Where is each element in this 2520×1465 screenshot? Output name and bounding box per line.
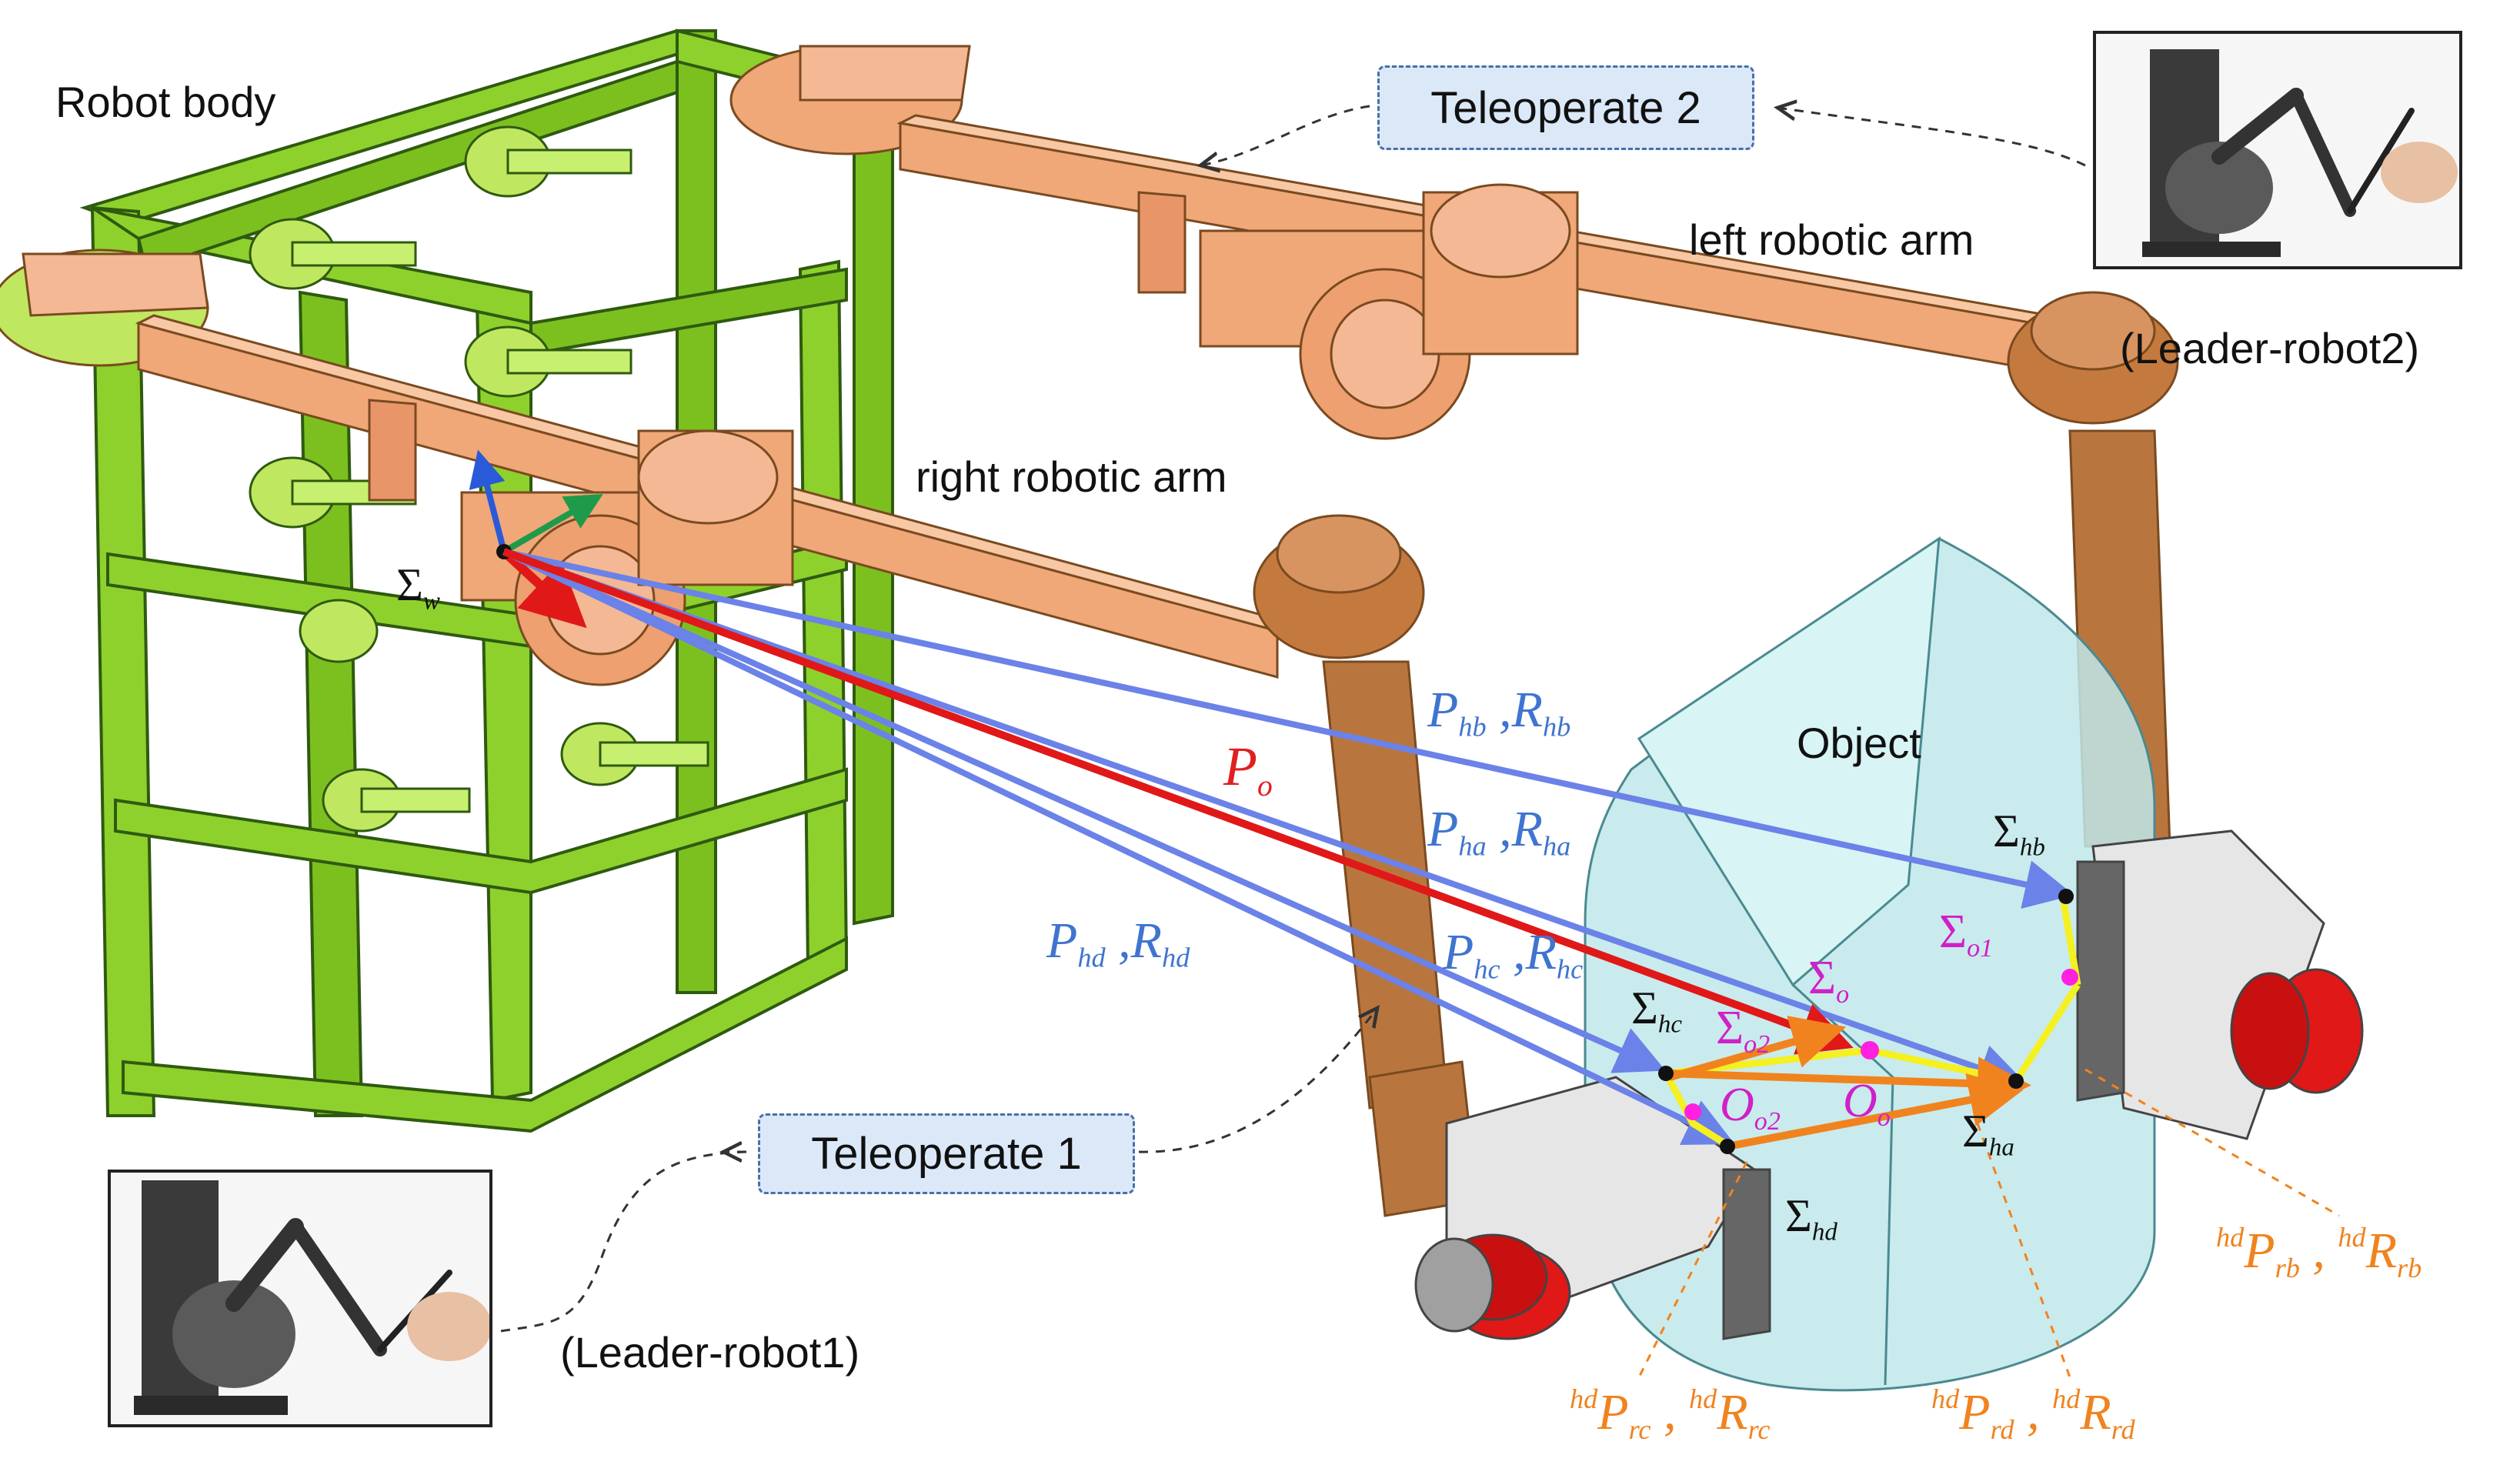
leader2-label: (Leader-robot2) [2120, 324, 2420, 372]
haptic-device-icon [111, 1173, 489, 1424]
orange-dashed-leaders [1637, 1068, 2340, 1378]
left-gripper [2076, 829, 2364, 1140]
sigma-w-label: Σw [396, 559, 440, 616]
pha-rha-label: Pha ,Rha [1427, 801, 1571, 862]
po-label: Po [1223, 736, 1273, 803]
phd-rhd-label: Phd ,Rhd [1046, 913, 1190, 973]
left-arm-label: left robotic arm [1689, 215, 1974, 264]
hd-prc-rrc-label: hdPrc , hdRrc [1570, 1383, 1771, 1445]
teleoperate2-callout: Teleoperate 2 [1377, 65, 1754, 150]
dashed-leaders [499, 106, 2086, 1333]
teleoperate1-callout: Teleoperate 1 [758, 1113, 1135, 1194]
robot-body-label: Robot body [55, 78, 276, 126]
o-o2-label: Oo2 [1720, 1079, 1781, 1136]
sigma-hb-label: Σhb [1993, 806, 2045, 862]
leader1-label: (Leader-robot1) [560, 1328, 860, 1377]
phb-rhb-label: Phb ,Rhb [1427, 682, 1571, 743]
leader-robot2-photo [2093, 31, 2462, 269]
right-arm-label: right robotic arm [916, 452, 1227, 501]
hd-prd-rrd-label: hdPrd , hdRrd [1931, 1383, 2135, 1445]
sigma-o1-label: Σo1 [1939, 906, 1994, 963]
world-frame-axes [469, 449, 603, 629]
frame-motors [249, 125, 709, 833]
sigma-ha-label: Σha [1962, 1106, 2014, 1162]
object-label: Object [1797, 719, 1921, 767]
position-vectors [502, 548, 2074, 1146]
o-o-label: Oo [1843, 1075, 1891, 1132]
haptic-device-icon [2096, 34, 2459, 266]
grasp-geometry [1658, 889, 2081, 1154]
sigma-o2-label: Σo2 [1716, 1002, 1771, 1059]
sigma-hd-label: Σhd [1785, 1190, 1837, 1246]
right-gripper [1414, 1076, 1771, 1340]
right-arm [0, 249, 1479, 1217]
hd-prb-rrb-label: hdPrb , hdRrb [2216, 1222, 2422, 1283]
sigma-hc-label: Σhc [1631, 983, 1683, 1039]
leader-robot1-photo [108, 1170, 492, 1427]
sigma-o-label: Σo [1808, 952, 1850, 1009]
object-body [1584, 536, 2156, 1392]
phc-rhc-label: Phc ,Rhc [1443, 924, 1584, 985]
